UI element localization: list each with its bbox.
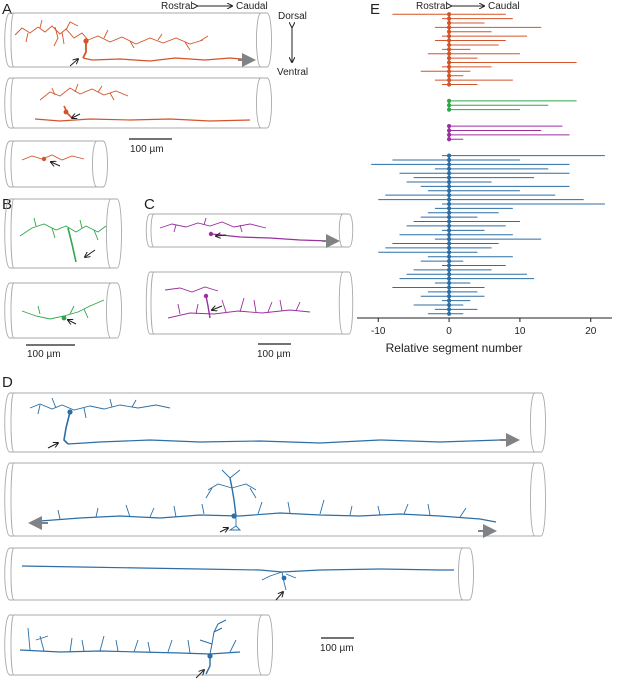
panel-a: A Rostral Caudal Dorsal Ventral xyxy=(2,1,308,188)
neuron-d1 xyxy=(29,397,518,445)
scale-label-b: 100 µm xyxy=(27,349,61,360)
spinal-tube-d4 xyxy=(4,614,273,676)
x-tick-label: 10 xyxy=(514,326,526,337)
soma-arrow-icon xyxy=(195,670,204,679)
soma-b2 xyxy=(61,315,67,321)
panel-e: E Rostral Caudal -10 0 10 20 Relative segme… xyxy=(357,1,612,355)
panel-label-a: A xyxy=(2,1,12,18)
spinal-tube-c1 xyxy=(145,213,354,248)
soma-arrow-icon xyxy=(69,59,78,67)
neuron-a1 xyxy=(14,19,254,62)
scale-label-d: 100 µm xyxy=(320,643,354,654)
neuron-c1 xyxy=(159,217,331,242)
panel-label-c: C xyxy=(144,196,155,213)
soma-arrow-icon xyxy=(51,162,61,166)
ventral-label: Ventral xyxy=(277,67,308,78)
neuron-a2 xyxy=(34,83,251,122)
x-tick-label: 20 xyxy=(585,326,597,337)
neuron-d4 xyxy=(19,619,241,675)
dorsal-label: Dorsal xyxy=(278,11,307,22)
x-tick-label: -10 xyxy=(371,326,386,337)
panel-b: B 100 µm xyxy=(2,196,122,360)
soma-d2 xyxy=(231,513,237,519)
spinal-tube-d2 xyxy=(4,462,546,537)
soma-arrow-icon xyxy=(47,443,58,449)
soma-c2 xyxy=(203,293,209,299)
spinal-tube-a1 xyxy=(4,12,272,68)
spinal-tube-d1 xyxy=(4,392,546,453)
spinal-tube-c2 xyxy=(145,271,354,335)
spinal-tube-a2 xyxy=(4,77,272,129)
caudal-label: Caudal xyxy=(236,1,268,12)
neuron-b1 xyxy=(19,217,107,263)
neuron-c2 xyxy=(164,286,311,319)
soma-arrow-icon xyxy=(212,306,223,310)
neuron-a3 xyxy=(21,154,85,161)
soma-arrow-icon xyxy=(85,249,96,257)
spinal-tube-b1 xyxy=(4,198,122,269)
soma-c1 xyxy=(208,231,214,237)
orientation-legend: Rostral Caudal Dorsal Ventral xyxy=(161,1,308,78)
soma-d3 xyxy=(281,575,287,581)
panel-d: D xyxy=(2,374,546,679)
scale-label-c: 100 µm xyxy=(257,349,291,360)
x-axis-label: Relative segment number xyxy=(386,341,523,355)
soma-arrow-icon xyxy=(68,320,77,324)
soma-a3 xyxy=(41,156,47,162)
x-tick-label: 0 xyxy=(446,326,452,337)
soma-arrow-icon xyxy=(72,114,81,118)
soma-d4 xyxy=(207,653,213,659)
caudal-label-e: Caudal xyxy=(488,1,520,12)
soma-arrow-icon xyxy=(275,592,283,601)
panel-label-e: E xyxy=(370,1,380,18)
soma-arrow-icon xyxy=(216,235,227,236)
spinal-tube-d3 xyxy=(4,547,474,601)
panel-c: C 100 µm xyxy=(144,196,354,360)
scale-label-a: 100 µm xyxy=(130,144,164,155)
neuron-d2 xyxy=(39,469,497,531)
soma-a1 xyxy=(83,38,89,44)
soma-d1 xyxy=(67,409,73,415)
segment-span-chart: -10 0 10 20 xyxy=(357,12,612,337)
spinal-tube-b2 xyxy=(4,282,122,339)
rostral-label-e: Rostral xyxy=(416,1,448,12)
rostral-label: Rostral xyxy=(161,1,193,12)
soma-a2 xyxy=(63,109,69,115)
neuron-d3 xyxy=(21,565,454,591)
panel-label-d: D xyxy=(2,374,13,391)
orientation-legend-e: Rostral Caudal xyxy=(416,1,520,12)
soma-arrow-icon xyxy=(219,528,228,532)
spinal-tube-a3 xyxy=(4,140,108,188)
